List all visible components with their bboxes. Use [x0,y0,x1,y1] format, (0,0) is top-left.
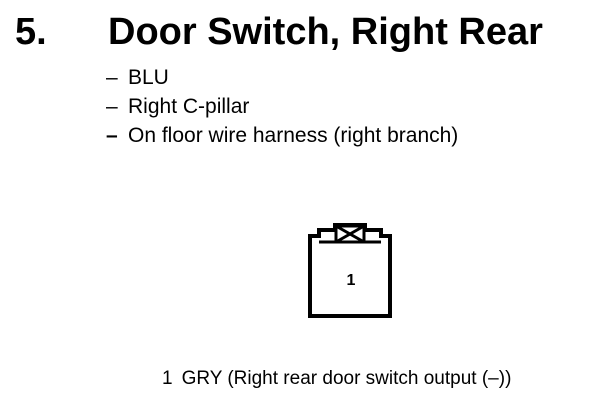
connector-outline [308,223,392,318]
spec-color: –BLU [106,63,458,92]
spec-list: –BLU –Right C-pillar –On floor wire harn… [106,63,458,150]
spec-location: –Right C-pillar [106,92,458,121]
pin-legend-description: GRY (Right rear door switch output (–)) [181,368,512,389]
list-dash: – [106,66,118,89]
section-title: Door Switch, Right Rear [108,11,543,53]
pin-legend: 1 GRY (Right rear door switch output (–)) [162,367,511,391]
spec-color-text: BLU [128,66,169,89]
section-number: 5. [15,11,47,53]
pin-legend-number: 1 [162,368,173,389]
spec-harness: –On floor wire harness (right branch) [106,121,458,150]
list-dash: – [106,95,118,118]
spec-harness-text: On floor wire harness (right branch) [128,124,459,147]
spec-location-text: Right C-pillar [128,95,250,118]
list-dash: – [106,124,118,147]
pin-number-label: 1 [347,272,356,289]
connector-diagram: 1 [308,223,392,318]
latch-cross [335,224,365,244]
